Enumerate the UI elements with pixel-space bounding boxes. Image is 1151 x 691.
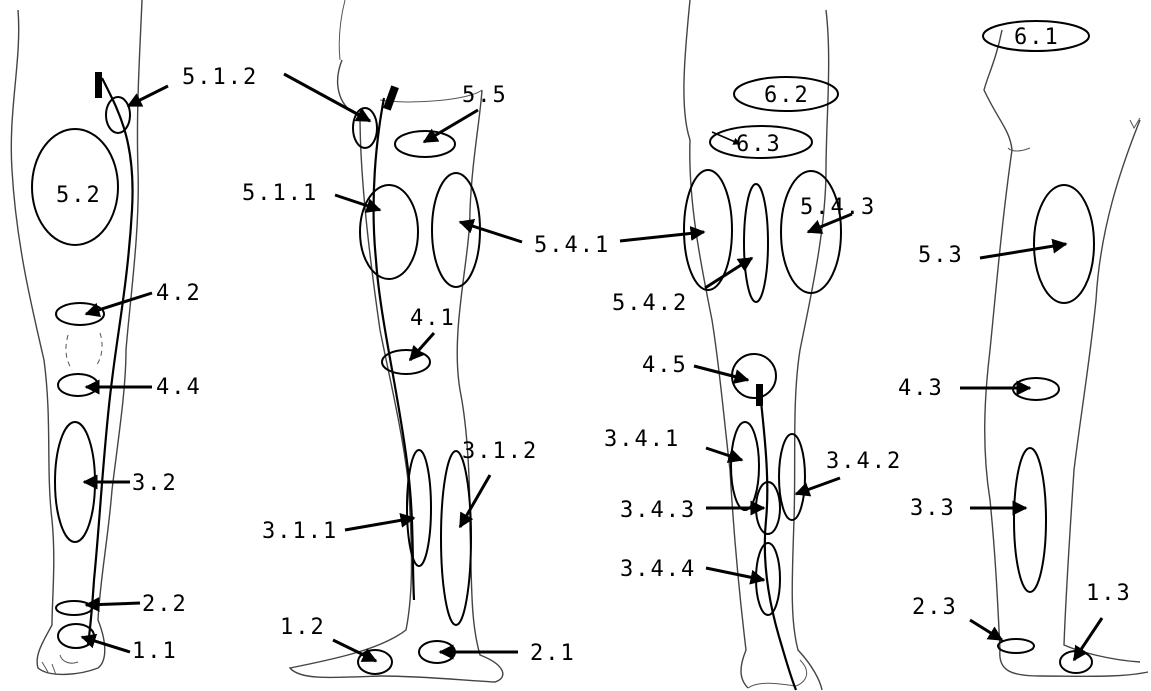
label-1-3: 1.3 — [1086, 581, 1132, 606]
label-5-1-1: 5.1.1 — [242, 181, 318, 206]
label-5-5: 5.5 — [462, 83, 508, 108]
arrow-2-3 — [970, 620, 1002, 640]
zone-2-3 — [998, 639, 1034, 653]
label-4-5: 4.5 — [642, 353, 688, 378]
label-3-2: 3.2 — [132, 471, 178, 496]
label-3-1-1: 3.1.1 — [262, 519, 338, 544]
electrode-cable-back — [760, 392, 796, 690]
arrow-3-1-2 — [460, 475, 490, 527]
label-3-1-2: 3.1.2 — [462, 439, 538, 464]
connector-plug-back — [756, 384, 763, 406]
zone-4-2 — [56, 303, 104, 325]
arrow-3-1-1 — [345, 518, 414, 530]
connector-plug-front — [95, 72, 102, 98]
arrow-2-2 — [86, 603, 140, 605]
label-3-4-4: 3.4.4 — [620, 557, 696, 582]
label-3-4-3: 3.4.3 — [620, 498, 696, 523]
zone-4-4 — [58, 374, 98, 396]
arrow-4-2 — [86, 293, 152, 314]
label-4-2: 4.2 — [156, 281, 202, 306]
zone-3-4-2 — [779, 434, 805, 520]
label-5-1-2: 5.1.2 — [182, 65, 258, 90]
zone-5-1-1 — [360, 185, 418, 279]
label-5-4-3: 5.4.3 — [800, 195, 876, 220]
label-6-3: 6.3 — [736, 132, 782, 157]
label-5-4-2: 5.4.2 — [612, 291, 688, 316]
label-2-2: 2.2 — [142, 592, 188, 617]
connector-plug-medial — [383, 85, 399, 110]
arrow-4-1 — [410, 333, 434, 360]
zone-5-5 — [395, 131, 455, 157]
label-2-1: 2.1 — [530, 641, 576, 666]
knee-dashed-outline — [66, 333, 102, 370]
leg-lateral-outline — [984, 30, 1148, 676]
label-5-3: 5.3 — [918, 243, 964, 268]
zone-5-4-2 — [744, 184, 768, 302]
label-1-1: 1.1 — [132, 639, 178, 664]
label-4-4: 4.4 — [156, 375, 202, 400]
label-3-4-1: 3.4.1 — [604, 427, 680, 452]
leg-front-outline — [11, 0, 142, 675]
arrow-5-1-2-front — [128, 86, 168, 106]
label-6-2: 6.2 — [764, 83, 810, 108]
zone-3-3 — [1014, 448, 1046, 592]
zone-5-1-2-front — [106, 97, 130, 133]
arrow-5-3 — [980, 244, 1066, 258]
label-5-2: 5.2 — [56, 183, 102, 208]
zone-5-4-1-medial — [432, 173, 480, 287]
label-3-4-2: 3.4.2 — [826, 449, 902, 474]
arrow-4-5 — [694, 366, 748, 380]
zone-2-2 — [56, 601, 92, 615]
arrow-5-4-1-back — [620, 232, 704, 241]
label-5-4-1: 5.4.1 — [534, 233, 610, 258]
label-6-1: 6.1 — [1014, 25, 1060, 50]
zone-3-4-1 — [731, 422, 759, 510]
label-3-3: 3.3 — [910, 496, 956, 521]
zone-4-5 — [732, 354, 776, 398]
label-1-2: 1.2 — [280, 615, 326, 640]
label-4-3: 4.3 — [898, 376, 944, 401]
arrow-3-4-1 — [706, 448, 742, 460]
label-4-1: 4.1 — [410, 306, 456, 331]
zone-3-1-2 — [441, 451, 471, 625]
zone-4-1 — [382, 350, 430, 374]
zone-5-4-1-back — [684, 170, 732, 290]
arrow-5-1-2-medial — [284, 74, 370, 121]
arrow-3-4-2 — [796, 478, 840, 494]
label-2-3: 2.3 — [912, 595, 958, 620]
